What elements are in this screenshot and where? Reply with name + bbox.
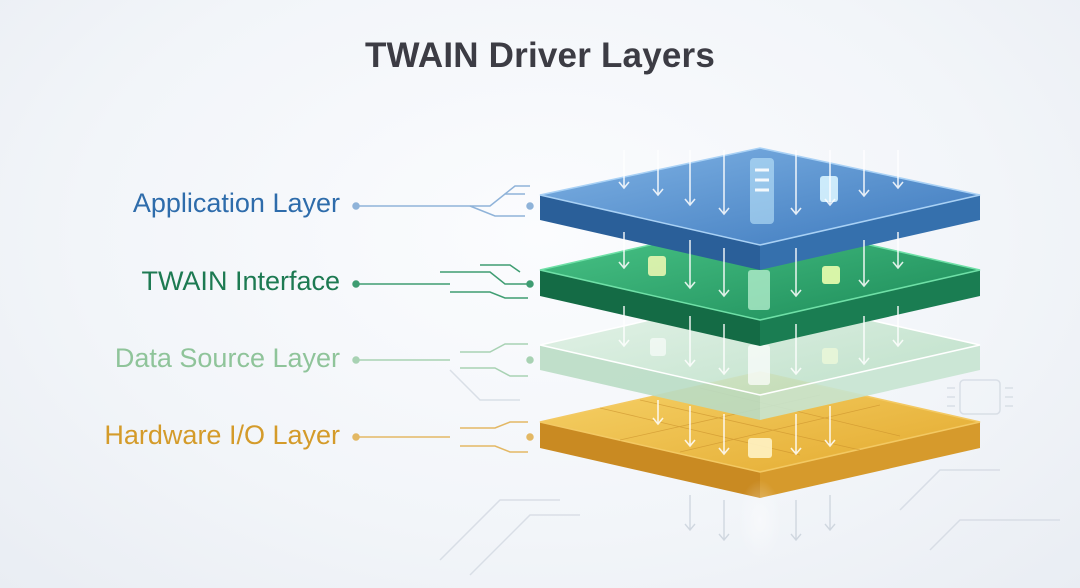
glow-beam xyxy=(738,480,782,560)
connector-data-source xyxy=(352,343,534,377)
output-arrows xyxy=(684,495,836,542)
label-application-layer: Application Layer xyxy=(132,188,340,218)
data-flow-arrows xyxy=(618,150,904,456)
label-hardware-io-layer: Hardware I/O Layer xyxy=(104,420,340,450)
connector-hardware-io xyxy=(352,421,534,453)
connector-application xyxy=(352,185,534,217)
background-circuit-traces xyxy=(439,369,1060,576)
hardware-io-plate xyxy=(539,371,981,498)
label-data-source-layer: Data Source Layer xyxy=(114,343,340,373)
label-twain-interface: TWAIN Interface xyxy=(141,266,340,296)
diagram-title: TWAIN Driver Layers xyxy=(364,36,716,75)
application-plate xyxy=(539,147,981,270)
connector-twain-interface xyxy=(352,264,534,299)
